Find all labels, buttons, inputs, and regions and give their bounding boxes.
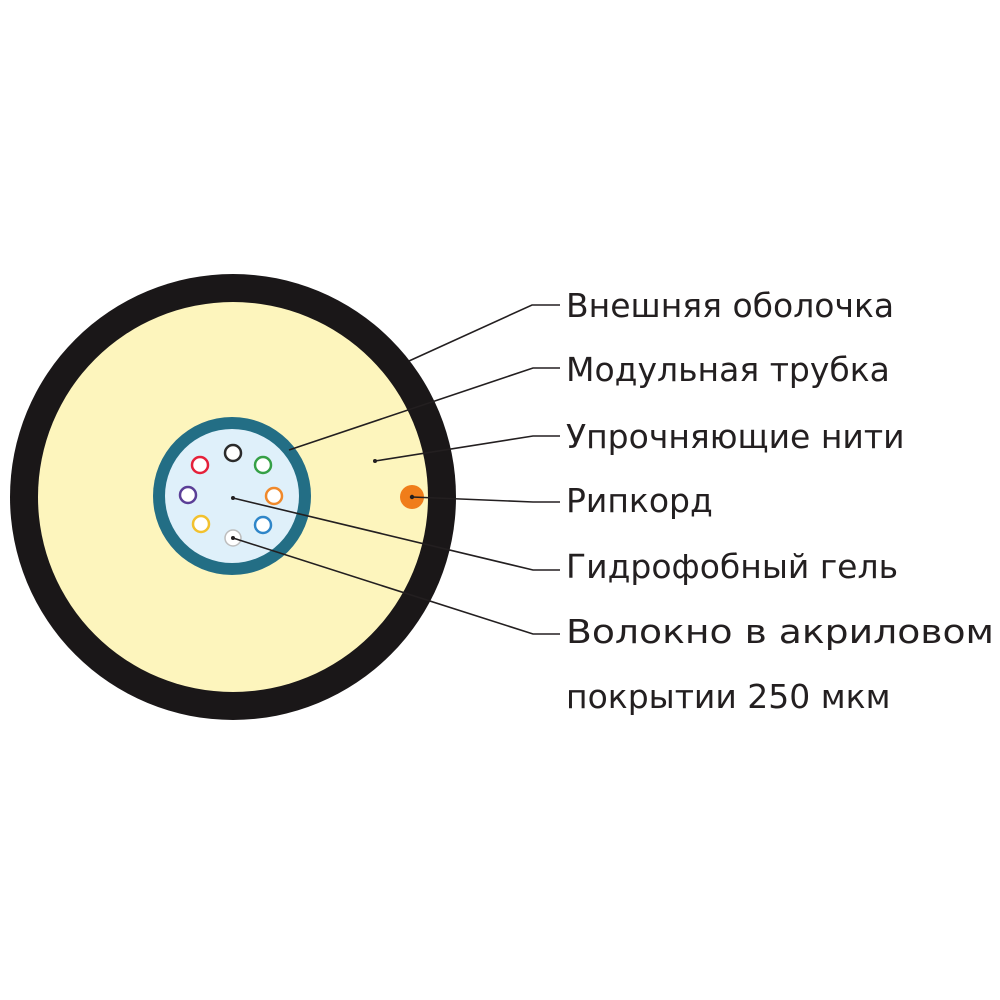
label-fiber-line1: Волокно в акриловом [566, 612, 994, 651]
fiber-black [223, 443, 243, 463]
labels: Внешняя оболочка Модульная трубка Упрочн… [566, 286, 994, 716]
label-strength-yarns: Упрочняющие нити [566, 417, 905, 456]
optical-fibers [178, 443, 284, 547]
fiber-blue [253, 515, 273, 535]
label-ripcord: Рипкорд [566, 481, 713, 520]
leader-dot-gel [231, 496, 235, 500]
label-outer-sheath: Внешняя оболочка [566, 286, 894, 325]
leader-outer-sheath [408, 304, 560, 362]
label-gel: Гидрофобный гель [566, 547, 898, 586]
label-loose-tube: Модульная трубка [566, 350, 890, 389]
leader-dot-fiber [231, 536, 235, 540]
leader-dot-strength-yarns [373, 459, 377, 463]
leader-fiber [232, 537, 560, 635]
leader-strength-yarns [374, 435, 560, 462]
leader-lines [231, 304, 560, 635]
fiber-violet [178, 485, 198, 505]
leader-gel [232, 497, 560, 571]
fiber-yellow [191, 514, 211, 534]
leader-loose-tube [288, 367, 560, 451]
leader-ripcord [411, 496, 560, 503]
leader-dot-ripcord [409, 494, 415, 500]
fiber-red [190, 455, 210, 475]
fiber-green [253, 455, 273, 475]
fiber-orange [264, 486, 284, 506]
label-fiber-line2: покрытии 250 мкм [566, 677, 891, 716]
